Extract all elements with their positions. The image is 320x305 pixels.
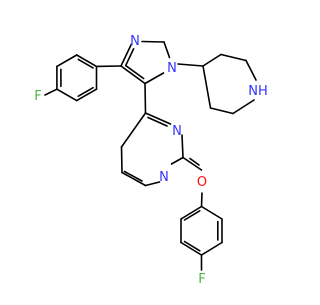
molecule-structure: F N N NH N N O F — [0, 0, 300, 300]
molecule-canvas: F N N NH N N O F — [0, 0, 300, 300]
pyrimidine-n-top-label: N — [172, 124, 182, 139]
imidazole-n-bottom-label: N — [167, 61, 177, 76]
fluorine-label-bottom: F — [198, 272, 205, 287]
pyrimidine-n-bottom-label: N — [159, 170, 169, 185]
ether-oxygen-label: O — [197, 175, 207, 190]
fluorine-label-top: F — [34, 89, 41, 104]
piperidine-nh-label: NH — [248, 84, 268, 99]
imidazole-n-top-label: N — [130, 34, 140, 49]
background — [0, 0, 300, 300]
